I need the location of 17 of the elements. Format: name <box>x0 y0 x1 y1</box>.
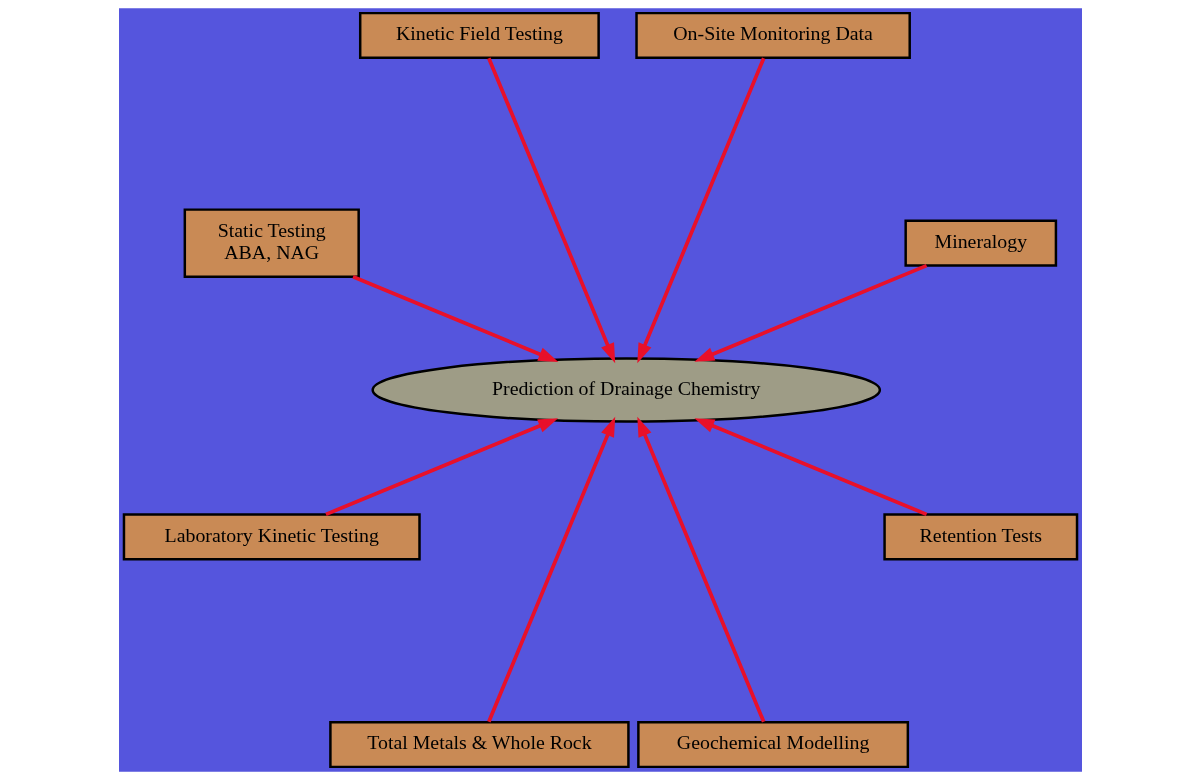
arrow <box>637 57 766 364</box>
node-box: Geochemical Modelling <box>637 720 910 769</box>
node-box: Laboratory Kinetic Testing <box>122 513 421 561</box>
arrow <box>487 57 616 364</box>
arrow <box>487 416 616 723</box>
node-box: Kinetic Field Testing <box>358 11 600 60</box>
node-box: Retention Tests <box>883 513 1079 561</box>
node-ellipse: Prediction of Drainage Chemistry <box>371 357 882 423</box>
arrow <box>694 263 928 362</box>
arrow <box>325 418 559 517</box>
arrow <box>637 416 766 723</box>
arrow <box>694 418 928 517</box>
node-box: On-Site Monitoring Data <box>635 11 911 60</box>
node-box: Total Metals & Whole Rock <box>329 720 630 769</box>
node-box: Static Testing ABA, NAG <box>183 208 360 278</box>
arrow <box>352 275 559 362</box>
node-box: Mineralogy <box>904 219 1058 267</box>
